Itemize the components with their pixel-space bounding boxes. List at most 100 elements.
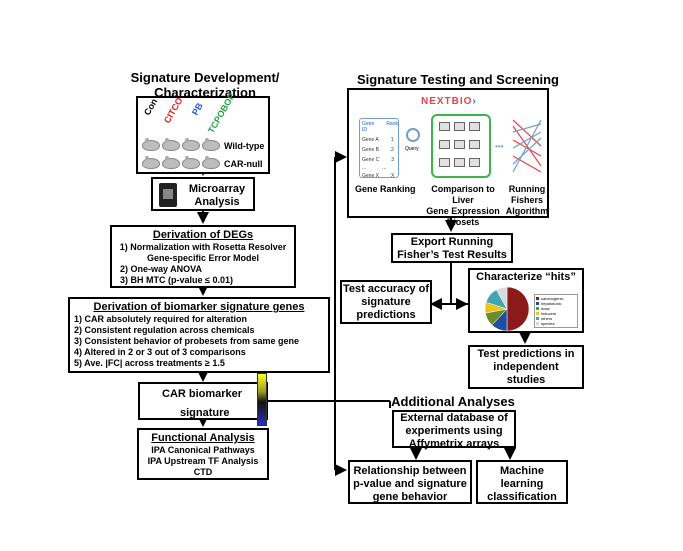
functional-analysis-box: Functional Analysis IPA Canonical Pathwa… <box>137 428 269 480</box>
car-signature-box: CAR biomarker signature <box>138 382 268 420</box>
gene-id: Gene X <box>362 173 379 179</box>
pie-slice <box>506 286 530 332</box>
caption-comparison-line: Comparison to Liver <box>431 184 495 205</box>
export-box: Export Running Fisher’s Test Results <box>391 233 513 263</box>
bioset-doc-icon <box>439 158 450 167</box>
degs-item: Gene-specific Error Model <box>146 253 260 263</box>
pie-legend-label: dose <box>541 306 550 311</box>
functional-title: Functional Analysis <box>151 432 255 444</box>
mouse-icon <box>202 138 220 151</box>
hits-pie-chart <box>484 286 530 332</box>
bioset-doc-icon <box>439 140 450 149</box>
gene-rank: ... <box>382 165 387 171</box>
gene-rank: 2 <box>390 147 394 153</box>
caption-fishers-line: Algorithm <box>505 206 549 216</box>
biomarker-derivation-box: Derivation of biomarker signature genes … <box>68 297 330 373</box>
biosets-grid <box>431 114 491 178</box>
query-cycle-icon <box>406 128 420 142</box>
gene-id: Gene A <box>362 137 379 143</box>
relationship-line: p-value and signature <box>353 478 467 490</box>
caption-fishers-line: Fishers <box>510 195 543 205</box>
biomarker-item: 2) Consistent regulation across chemical… <box>74 325 255 335</box>
degs-item: 1) Normalization with Rosetta Resolver <box>119 242 287 252</box>
pie-legend-swatch <box>536 302 539 305</box>
caption-fishers-line: Running <box>508 184 546 194</box>
external-db-line: experiments using <box>405 425 503 437</box>
nextbio-logo: NEXTBIO› <box>421 96 477 107</box>
gene-id: Gene B <box>362 147 379 153</box>
test-accuracy-box: Test accuracy of signature predictions <box>340 280 432 324</box>
degs-title: Derivation of DEGs <box>152 229 254 241</box>
relationship-box: Relationship between p-value and signatu… <box>348 460 472 504</box>
machine-line: learning <box>500 478 544 490</box>
gene-rank: 3 <box>391 157 395 163</box>
mice-treatment-box: Con CITCO PB TCPOBOP Wild-type CAR-null <box>136 91 270 174</box>
pie-legend-swatch <box>536 317 539 320</box>
bioset-doc-icon <box>469 122 480 131</box>
gene-rank: 1 <box>390 137 394 143</box>
biomarker-item: 1) CAR absolutely required for alteratio… <box>74 314 248 324</box>
pie-legend-swatch <box>536 312 539 315</box>
pie-legend-item: others <box>536 316 576 321</box>
nextbio-logo-text: NEXTBIO <box>421 96 473 107</box>
caption-comparison-line: Biosets <box>446 217 480 227</box>
pie-legend-item: inducers <box>536 311 576 316</box>
row-label-wild-type: Wild-type <box>224 141 265 151</box>
gene-ranking-table: Gene ID Rank Gene A 1 Gene B 2 Gene C 3 ...… <box>359 118 399 179</box>
pie-legend-item: carcinogenic <box>536 296 576 301</box>
pie-legend-label: hepatotoxic <box>541 301 562 306</box>
car-signature-line2: signature <box>180 407 230 419</box>
relationship-line: Relationship between <box>353 465 467 477</box>
table-header-rank: Rank <box>386 121 398 127</box>
table-header-gene-id: Gene ID <box>362 121 375 133</box>
test-accuracy-line: Test accuracy of <box>342 283 429 295</box>
pie-legend-swatch <box>536 322 539 325</box>
mouse-icon <box>162 138 180 151</box>
characterize-title: Characterize “hits” <box>476 271 576 283</box>
mouse-icon <box>182 138 200 151</box>
heatmap-color-bar <box>257 373 267 426</box>
export-line2: Fisher’s Test Results <box>397 249 507 261</box>
test-predictions-line: studies <box>506 374 546 386</box>
mouse-icon <box>142 138 160 151</box>
mouse-icon <box>142 156 160 169</box>
pie-legend-label: inducers <box>541 311 557 316</box>
export-line1: Export Running <box>410 236 494 248</box>
mouse-icon <box>162 156 180 169</box>
left-title-line1: Signature Development/ <box>130 70 280 85</box>
bioset-doc-icon <box>454 140 465 149</box>
gene-rank: X <box>390 173 395 179</box>
external-db-line: Affymetrix arrays <box>408 438 500 450</box>
car-signature-line1: CAR biomarker <box>162 388 243 400</box>
machine-learning-box: Machine learning classification <box>476 460 568 504</box>
bioset-doc-icon <box>469 158 480 167</box>
gene-id: Gene C <box>362 157 380 163</box>
additional-title: Additional Analyses <box>391 394 515 409</box>
biomarker-title: Derivation of biomarker signature genes <box>93 301 305 313</box>
functional-item: IPA Upstream TF Analysis <box>147 456 259 466</box>
functional-item: IPA Canonical Pathways <box>151 445 255 455</box>
functional-item: CTD <box>193 467 213 477</box>
biomarker-item: 3) Consistent behavior of probesets from… <box>74 336 300 346</box>
pie-legend-swatch <box>536 307 539 310</box>
treatment-label-pb: PB <box>190 101 205 117</box>
test-accuracy-line: predictions <box>356 309 416 321</box>
mouse-icon <box>202 156 220 169</box>
machine-line: classification <box>487 491 557 503</box>
pie-legend-item: dose <box>536 306 576 311</box>
bioset-doc-icon <box>454 158 465 167</box>
caption-comparison: Comparison to Liver Gene Expression Bios… <box>423 184 503 228</box>
fishers-algorithm-icon <box>512 119 542 173</box>
pie-legend-label: carcinogenic <box>541 296 564 301</box>
test-predictions-line: Test predictions in <box>477 348 575 360</box>
biomarker-item: 4) Altered in 2 or 3 out of 3 comparison… <box>74 347 246 357</box>
query-label: Query <box>405 146 419 152</box>
pie-legend-label: others <box>541 316 553 321</box>
caption-gene-ranking: Gene Ranking <box>355 184 416 194</box>
right-title: Signature Testing and Screening <box>356 72 559 87</box>
test-predictions-line: independent <box>493 361 559 373</box>
microarray-box: Microarray Analysis <box>151 177 255 211</box>
